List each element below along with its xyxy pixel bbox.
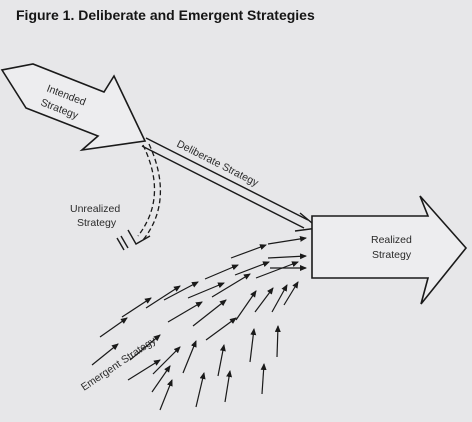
deliberate-label: Deliberate Strategy bbox=[175, 138, 261, 190]
emergent-arrow bbox=[267, 253, 307, 260]
figure-title: Figure 1. Deliberate and Emergent Strate… bbox=[16, 7, 315, 23]
emergent-arrow bbox=[99, 317, 128, 338]
emergent-arrow bbox=[182, 340, 197, 374]
realized-strategy-arrow bbox=[311, 195, 468, 305]
emergent-arrow bbox=[91, 343, 119, 366]
emergent-arrow bbox=[127, 359, 161, 381]
realized-label-line1: Realized bbox=[371, 234, 412, 246]
emergent-arrow bbox=[224, 370, 233, 403]
realized-label-line2: Strategy bbox=[372, 249, 412, 261]
emergent-arrow bbox=[254, 287, 274, 313]
emergent-arrow bbox=[205, 317, 237, 341]
emergent-arrow bbox=[151, 365, 171, 393]
emergent-arrow bbox=[234, 261, 270, 276]
emergent-arrow bbox=[283, 281, 299, 306]
emergent-arrow bbox=[255, 261, 299, 279]
emergent-arrow bbox=[217, 344, 226, 377]
emergent-arrow bbox=[249, 328, 257, 363]
emergent-arrow bbox=[274, 325, 281, 358]
emergent-label: Emergent Strategy bbox=[79, 334, 159, 393]
unrealized-label-line2: Strategy bbox=[77, 217, 117, 229]
emergent-arrow bbox=[204, 264, 239, 280]
emergent-arrow bbox=[145, 285, 181, 309]
emergent-arrow bbox=[167, 301, 203, 323]
emergent-arrow bbox=[187, 282, 225, 299]
emergent-arrow bbox=[235, 290, 257, 321]
emergent-strategy-arrows bbox=[91, 235, 307, 411]
emergent-arrow bbox=[267, 235, 307, 245]
emergent-arrow bbox=[195, 372, 206, 408]
emergent-arrow bbox=[271, 284, 288, 313]
intended-strategy-arrow bbox=[0, 63, 147, 152]
emergent-arrow bbox=[159, 379, 173, 411]
emergent-arrow bbox=[163, 281, 199, 301]
emergent-arrow bbox=[260, 363, 267, 395]
unrealized-label-line1: Unrealized bbox=[70, 203, 120, 215]
emergent-arrow bbox=[152, 346, 181, 375]
emergent-arrow bbox=[211, 273, 251, 298]
emergent-arrow bbox=[121, 297, 152, 318]
emergent-arrow bbox=[230, 244, 267, 259]
unrealized-strategy-arrow bbox=[116, 143, 162, 251]
emergent-arrow bbox=[129, 334, 161, 361]
emergent-arrow bbox=[192, 299, 227, 327]
deliberate-strategy-arrow bbox=[141, 137, 320, 232]
